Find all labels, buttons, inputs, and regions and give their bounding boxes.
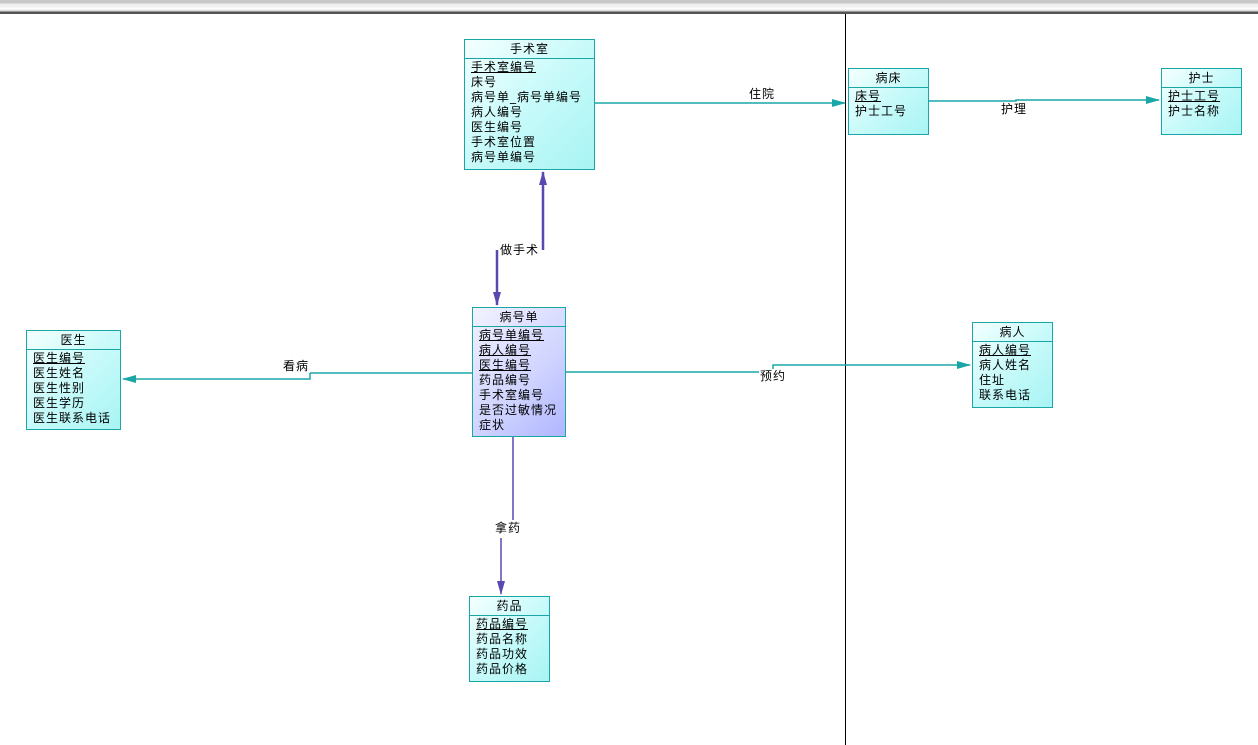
entity-doctor[interactable]: 医生 医生编号医生姓名医生性别医生学历医生联系电话	[26, 330, 121, 430]
rel-label-consult[interactable]: 看病	[282, 359, 311, 373]
entity-attribute: 医生编号	[471, 120, 524, 134]
entity-attribute: 联系电话	[979, 388, 1032, 402]
entity-attribute: 病号单_病号单编号	[471, 90, 583, 104]
attribute-list: 病号单编号病人编号医生编号药品编号手术室编号是否过敏情况症状	[473, 327, 565, 433]
attribute-list: 手术室编号床号病号单_病号单编号病人编号医生编号手术室位置病号单编号	[465, 59, 594, 165]
entity-attribute: 医生学历	[33, 396, 86, 410]
attribute-list: 医生编号医生姓名医生性别医生学历医生联系电话	[27, 350, 120, 426]
entity-attribute: 医生联系电话	[33, 411, 112, 425]
primary-key-attribute: 手术室编号	[471, 60, 537, 74]
entity-attribute: 护士名称	[1168, 104, 1221, 118]
page-divider-line	[845, 14, 846, 745]
entity-title: 药品	[470, 597, 549, 616]
entity-nurse[interactable]: 护士 护士工号护士名称	[1161, 68, 1242, 135]
entity-title: 病号单	[473, 308, 565, 327]
entity-attribute: 床号	[471, 75, 498, 89]
entity-attribute: 手术室编号	[479, 388, 545, 402]
primary-key-attribute: 病人编号	[479, 343, 532, 357]
entity-attribute: 医生姓名	[33, 366, 86, 380]
entity-operating-room[interactable]: 手术室 手术室编号床号病号单_病号单编号病人编号医生编号手术室位置病号单编号	[464, 39, 595, 170]
entity-patient[interactable]: 病人 病人编号病人姓名住址联系电话	[972, 322, 1053, 408]
rel-label-appointment[interactable]: 预约	[759, 369, 788, 383]
attribute-list: 床号护士工号	[849, 88, 928, 119]
primary-key-attribute: 药品编号	[476, 617, 529, 631]
entity-attribute: 症状	[479, 418, 506, 432]
entity-attribute: 药品名称	[476, 632, 529, 646]
entity-attribute: 药品价格	[476, 662, 529, 676]
window-top-bar	[0, 0, 1258, 14]
entity-attribute: 病人姓名	[979, 358, 1032, 372]
entity-attribute: 住址	[979, 373, 1006, 387]
attribute-list: 药品编号药品名称药品功效药品价格	[470, 616, 549, 677]
primary-key-attribute: 医生编号	[33, 351, 86, 365]
attribute-list: 病人编号病人姓名住址联系电话	[973, 342, 1052, 403]
entity-medicine[interactable]: 药品 药品编号药品名称药品功效药品价格	[469, 596, 550, 682]
primary-key-attribute: 病人编号	[979, 343, 1032, 357]
entity-title: 护士	[1162, 69, 1241, 88]
rel-label-nursing[interactable]: 护理	[1000, 102, 1029, 116]
entity-attribute: 医生性别	[33, 381, 86, 395]
entity-attribute: 药品编号	[479, 373, 532, 387]
entity-attribute: 是否过敏情况	[479, 403, 558, 417]
entity-attribute: 手术室位置	[471, 135, 537, 149]
rel-label-hospitalize[interactable]: 住院	[748, 87, 777, 101]
attribute-list: 护士工号护士名称	[1162, 88, 1241, 119]
entity-attribute: 护士工号	[855, 104, 908, 118]
link-consult[interactable]	[122, 372, 472, 383]
entity-attribute: 病人编号	[471, 105, 524, 119]
rel-label-dispense[interactable]: 拿药	[494, 521, 523, 535]
entity-title: 病床	[849, 69, 928, 88]
entity-title: 手术室	[465, 40, 594, 59]
entity-title: 病人	[973, 323, 1052, 342]
primary-key-attribute: 病号单编号	[479, 328, 545, 342]
primary-key-attribute: 护士工号	[1168, 89, 1221, 103]
entity-attribute: 病号单编号	[471, 150, 537, 164]
entity-attribute: 药品功效	[476, 647, 529, 661]
primary-key-attribute: 医生编号	[479, 358, 532, 372]
rel-label-surgery[interactable]: 做手术	[499, 243, 541, 257]
entity-title: 医生	[27, 331, 120, 350]
entity-bed[interactable]: 病床 床号护士工号	[848, 68, 929, 135]
primary-key-attribute: 床号	[855, 89, 882, 103]
entity-registration[interactable]: 病号单 病号单编号病人编号医生编号药品编号手术室编号是否过敏情况症状	[472, 307, 566, 437]
link-nursing[interactable]	[929, 96, 1160, 104]
